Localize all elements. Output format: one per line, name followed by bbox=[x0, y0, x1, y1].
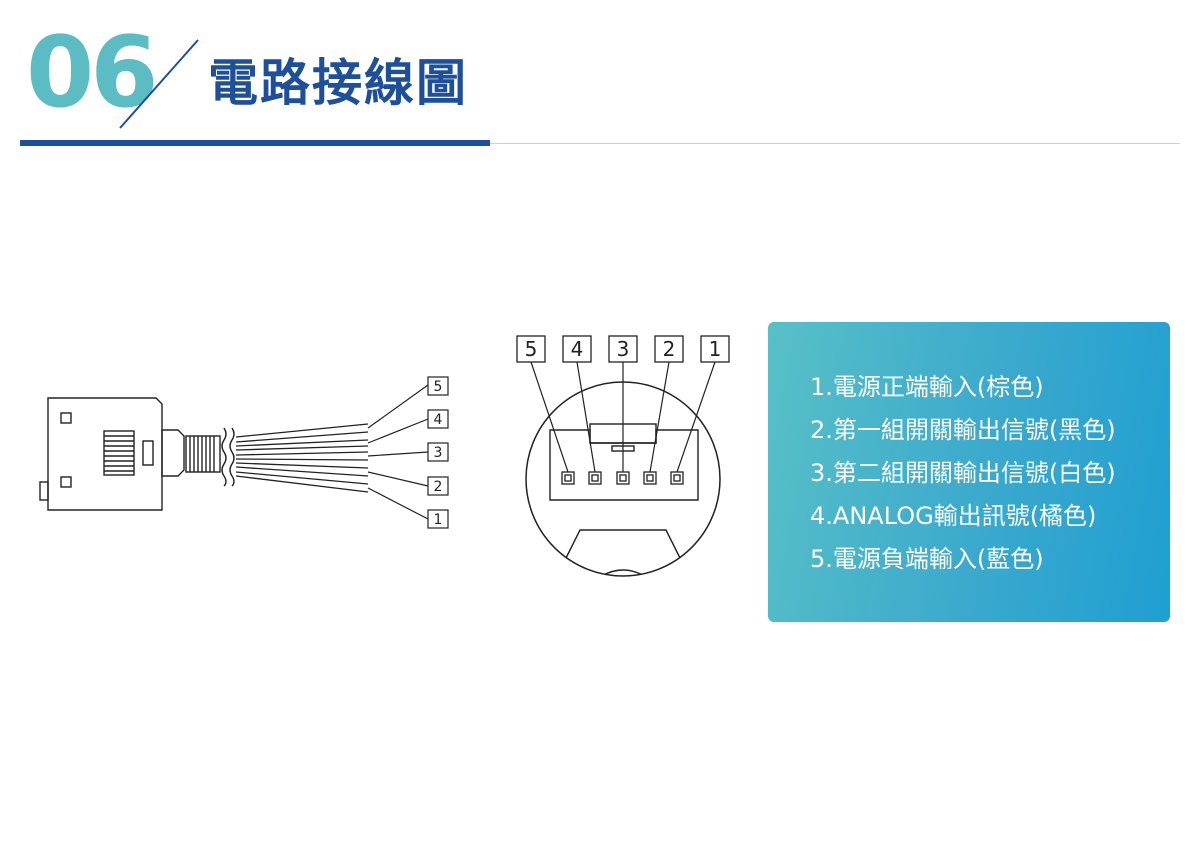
legend-item-1: 1.電源正端輸入(棕色) bbox=[810, 373, 1044, 401]
connector-pin-1 bbox=[670, 471, 684, 485]
pin-leader-lines bbox=[530, 361, 716, 473]
pin-label-5: 5 bbox=[516, 335, 546, 363]
connector-drawing: 5 4 3 2 1 bbox=[516, 335, 730, 577]
wire-legend-list: 1.電源正端輸入(棕色) 2.第一組開關輸出信號(黑色) 3.第二組開關輸出信號… bbox=[810, 366, 1116, 581]
sensor-mount-hole-bottom bbox=[60, 476, 72, 488]
connector-pin-4 bbox=[588, 471, 602, 485]
sensor-grip bbox=[103, 430, 135, 476]
wire-1 bbox=[235, 471, 369, 485]
sensor-body bbox=[47, 397, 163, 511]
header-divider bbox=[490, 143, 1180, 144]
cable-nut bbox=[161, 429, 185, 477]
connector-pin-3 bbox=[616, 471, 630, 485]
title-underline bbox=[20, 140, 490, 146]
pin-label-2: 2 bbox=[654, 335, 684, 363]
legend-item-4: 4.ANALOG輸出訊號(橘色) bbox=[810, 502, 1097, 530]
section-slash-divider bbox=[119, 39, 199, 129]
pin-label-3-text: 3 bbox=[617, 337, 630, 361]
sensor-side-tab bbox=[39, 481, 49, 501]
wire-label-2: 2 bbox=[427, 476, 449, 496]
wire-label-3: 3 bbox=[427, 442, 449, 462]
wire-label-4-text: 4 bbox=[434, 412, 443, 428]
wire-5 bbox=[235, 423, 369, 438]
wire-label-4: 4 bbox=[427, 409, 449, 429]
wire-4 bbox=[235, 439, 369, 447]
pin-label-3: 3 bbox=[608, 335, 638, 363]
connector-pin-2 bbox=[643, 471, 657, 485]
wire-label-5-text: 5 bbox=[434, 379, 443, 395]
cable-break-mark bbox=[221, 427, 227, 487]
pin-label-2-text: 2 bbox=[663, 337, 676, 361]
legend-item-2: 2.第一組開關輸出信號(黑色) bbox=[810, 416, 1116, 444]
wire-label-3-text: 3 bbox=[434, 445, 443, 461]
connector-pin-5 bbox=[561, 471, 575, 485]
pin-label-1: 1 bbox=[700, 335, 730, 363]
page-title: 電路接線圖 bbox=[208, 54, 468, 112]
pin-label-5-text: 5 bbox=[525, 337, 538, 361]
sensor-mount-hole-top bbox=[60, 412, 72, 424]
pin-label-1-text: 1 bbox=[709, 337, 722, 361]
legend-item-5: 5.電源負端輸入(藍色) bbox=[810, 545, 1044, 573]
cable-gland bbox=[185, 435, 221, 473]
wire-2 bbox=[235, 462, 369, 469]
sensor-wires bbox=[235, 423, 369, 493]
wire-leader-lines bbox=[367, 384, 429, 520]
sensor-top-outline bbox=[559, 529, 687, 571]
page-header: 06 電路接線圖 bbox=[0, 0, 1200, 150]
sensor-led-window bbox=[142, 440, 154, 466]
legend-item-3: 3.第二組開關輸出信號(白色) bbox=[810, 459, 1116, 487]
sensor-drawing bbox=[39, 397, 235, 511]
pin-label-4: 4 bbox=[562, 335, 592, 363]
pin-label-4-text: 4 bbox=[571, 337, 584, 361]
wire-label-1: 1 bbox=[427, 509, 449, 529]
wire-label-5: 5 bbox=[427, 376, 449, 396]
sensor-lens-arc bbox=[574, 569, 672, 576]
wire-3 bbox=[235, 451, 369, 456]
wire-label-1-text: 1 bbox=[434, 512, 443, 528]
wire-legend-panel: 1.電源正端輸入(棕色) 2.第一組開關輸出信號(黑色) 3.第二組開關輸出信號… bbox=[768, 322, 1170, 622]
wire-label-2-text: 2 bbox=[434, 479, 443, 495]
